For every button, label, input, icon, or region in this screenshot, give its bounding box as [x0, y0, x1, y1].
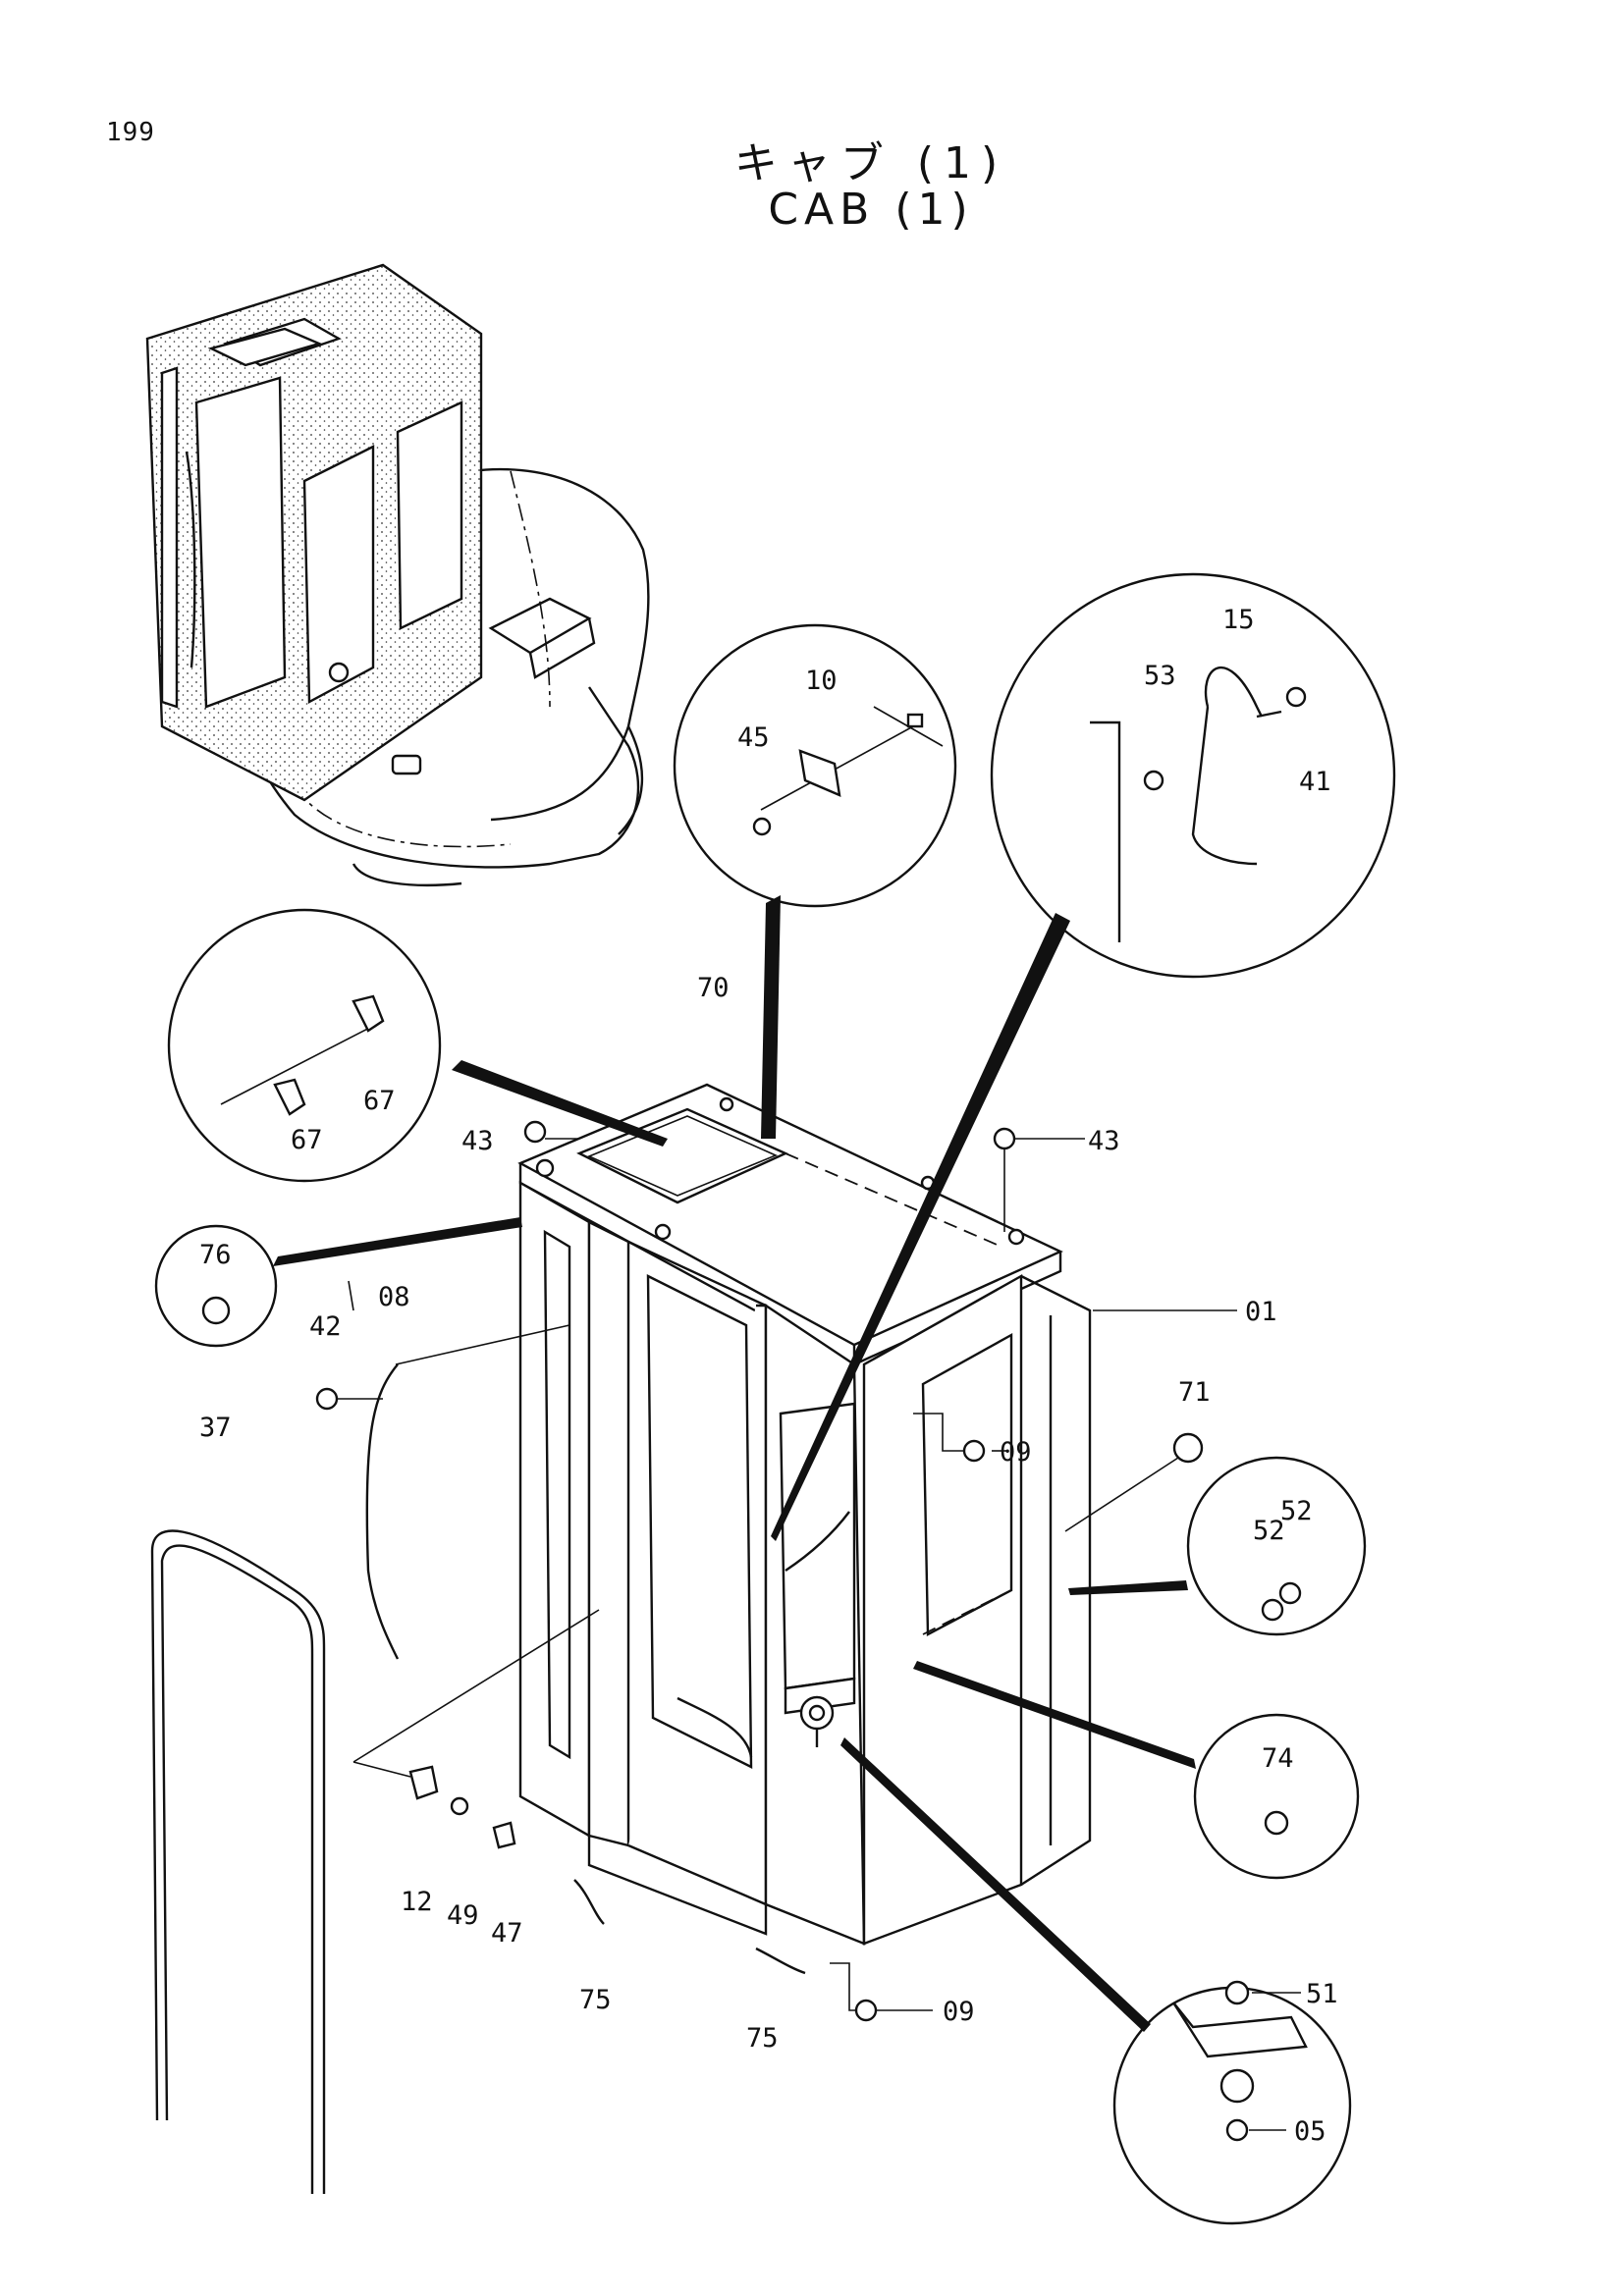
leader-lines [273, 895, 1301, 2131]
detail-circle-plug-52 [1186, 1456, 1367, 1636]
seal-rubber-37 [150, 1529, 326, 2194]
part-label: 05 [1294, 2116, 1326, 2147]
part-label: 75 [746, 2023, 779, 2054]
detail-circle-bracket [673, 623, 957, 908]
pin-43a [523, 1120, 547, 1144]
hose-75b [755, 1947, 806, 1975]
part-label: 08 [378, 1282, 410, 1312]
part-label: 45 [737, 722, 770, 753]
detail-circle-plug-74 [1193, 1713, 1360, 1880]
washer-49 [450, 1796, 469, 1816]
bolt-47 [492, 1821, 516, 1849]
page-number: 199 [106, 118, 155, 147]
part-label: 47 [491, 1918, 523, 1949]
detail-circle-clip [167, 908, 442, 1183]
part-label: 43 [1088, 1126, 1120, 1156]
part-label: 52 [1280, 1496, 1313, 1526]
part-label: 67 [291, 1125, 323, 1155]
part-label: 43 [461, 1126, 494, 1156]
part-label: 67 [363, 1086, 396, 1116]
part-label: 01 [1245, 1297, 1277, 1327]
part-label: 70 [697, 973, 730, 1003]
part-label: 74 [1262, 1743, 1294, 1774]
part-label: 12 [401, 1887, 433, 1917]
part-label: 71 [1178, 1377, 1211, 1408]
part-label: 76 [199, 1240, 232, 1270]
part-label: 09 [943, 1997, 975, 2027]
part-labels: 70 10 45 15 53 41 67 67 43 43 76 08 42 0… [199, 605, 1338, 2147]
bolt-09a [962, 1439, 986, 1463]
part-label: 42 [309, 1311, 342, 1342]
grab-rail-08 [365, 1363, 400, 1660]
part-label: 09 [1000, 1437, 1032, 1468]
bolt-09b [854, 1999, 878, 2022]
part-label: 41 [1299, 767, 1331, 797]
detail-circle-grab-handle [990, 572, 1396, 979]
part-label: 49 [447, 1900, 479, 1931]
detail-circle-lock [1112, 1980, 1352, 2225]
bolt-42 [315, 1387, 339, 1411]
assembled-cab-overview [145, 263, 650, 886]
part-label: 10 [805, 666, 838, 696]
part-label: 15 [1222, 605, 1255, 635]
part-label: 52 [1253, 1516, 1285, 1546]
title-english: CAB (1) [768, 185, 974, 235]
part-label: 51 [1306, 1979, 1338, 2009]
title-japanese: キャブ (1) [733, 138, 1008, 188]
part-label: 37 [199, 1413, 232, 1443]
pin-43b [993, 1127, 1016, 1150]
hose-75a [573, 1879, 605, 1925]
part-label: 75 [579, 1985, 612, 2015]
bracket-12 [408, 1765, 439, 1800]
detail-circle-plug-76 [154, 1224, 278, 1348]
plug-71 [1172, 1432, 1204, 1464]
part-label: 53 [1144, 661, 1176, 691]
